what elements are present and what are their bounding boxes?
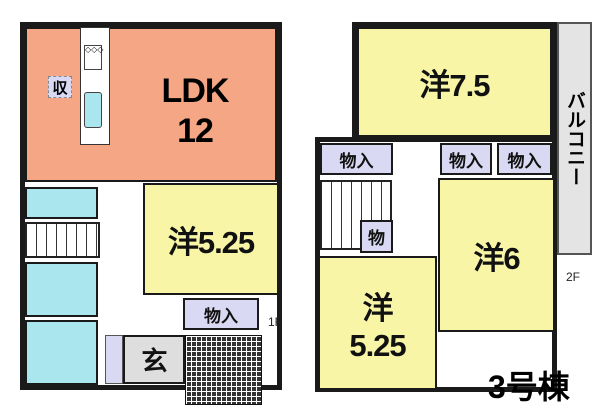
western-room-east: 洋6 bbox=[438, 178, 555, 332]
closet-1f: 物入 bbox=[183, 298, 259, 330]
sink-icon bbox=[84, 92, 102, 128]
entrance-step bbox=[105, 335, 123, 384]
stove-icon: ◇◇◇ bbox=[84, 45, 103, 70]
storage-small: 収 bbox=[48, 76, 72, 98]
western-room-north: 洋7.5 bbox=[357, 27, 552, 137]
ldk-room bbox=[25, 27, 277, 182]
washroom bbox=[25, 262, 98, 317]
floor2-label: 2F bbox=[566, 270, 581, 284]
balcony-label: バルコニー bbox=[564, 91, 585, 186]
closet-left-2f: 物入 bbox=[320, 143, 393, 175]
entrance: 玄 bbox=[123, 335, 185, 384]
toilet bbox=[25, 187, 98, 219]
floor1-outline bbox=[20, 22, 282, 390]
western-room-south-name: 洋 bbox=[362, 290, 394, 326]
ldk-name: LDK bbox=[161, 72, 230, 110]
building-label: 3号棟 bbox=[488, 369, 570, 405]
closet-small-2f: 物 bbox=[360, 220, 393, 253]
bathroom bbox=[25, 320, 98, 385]
western-room-south: 洋 5.25 bbox=[318, 256, 437, 390]
western-room-east-label: 洋6 bbox=[473, 240, 520, 276]
floor1-label: 1F bbox=[268, 315, 283, 329]
closet-mid-2f: 物入 bbox=[440, 143, 492, 175]
closet-right-2f: 物入 bbox=[497, 143, 552, 175]
western-room-south-size: 5.25 bbox=[349, 327, 406, 363]
ldk-size: 12 bbox=[177, 112, 214, 150]
porch bbox=[185, 335, 262, 405]
balcony: バルコニー bbox=[557, 22, 592, 255]
stairs-1f bbox=[25, 222, 100, 258]
western-room-1f: 洋5.25 bbox=[143, 183, 279, 295]
